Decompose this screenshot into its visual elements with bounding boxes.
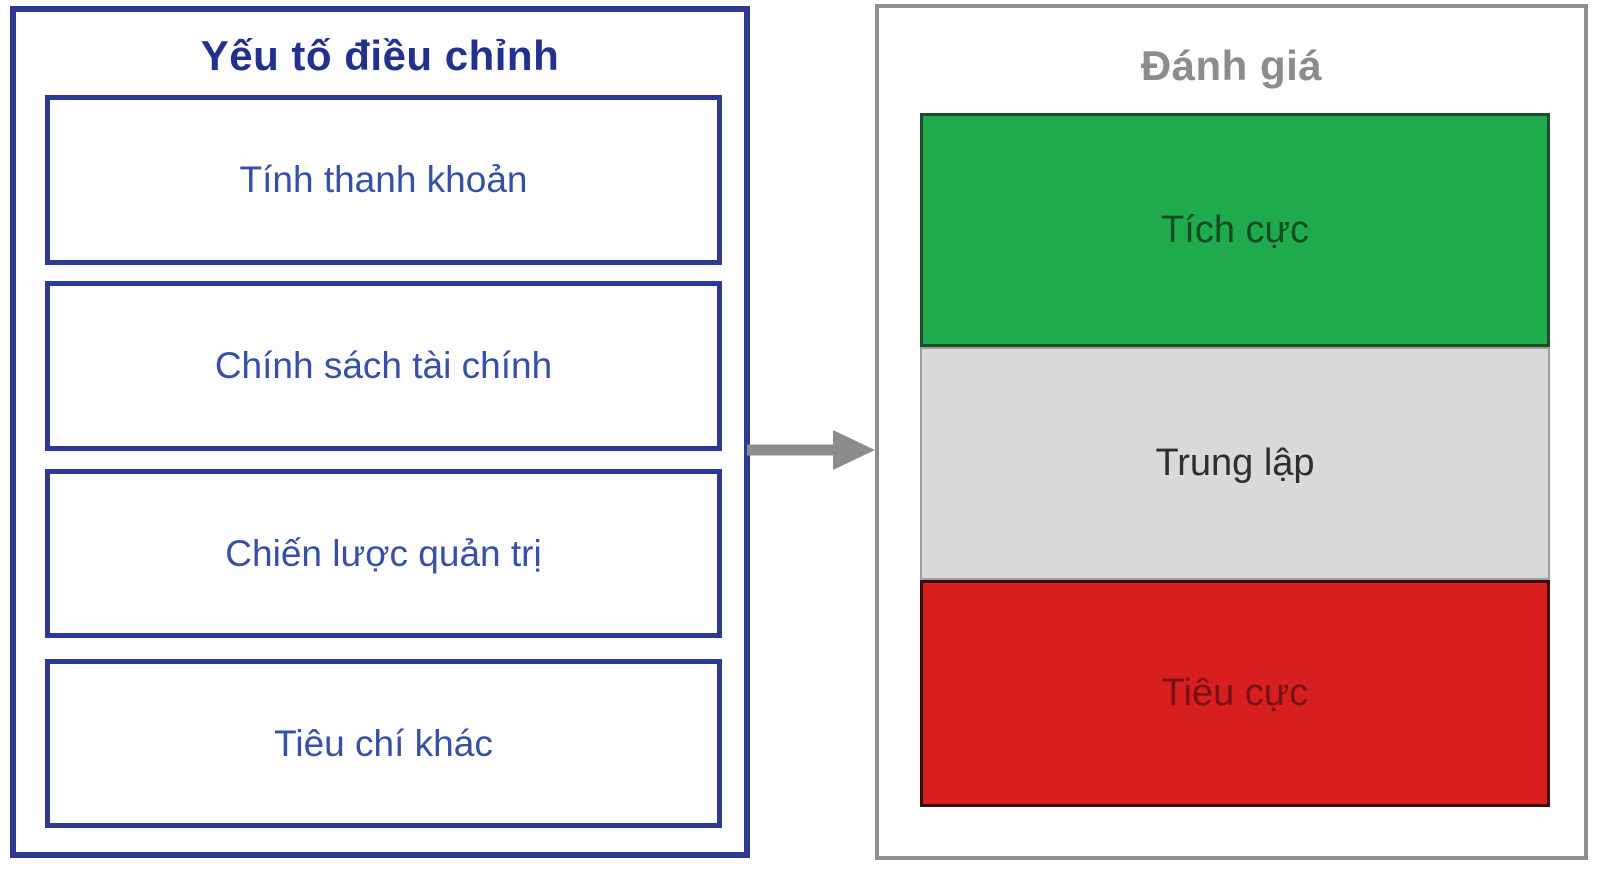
factor-label-financial-policy: Chính sách tài chính [214,345,553,386]
evaluation-title: Đánh giá [1140,42,1323,89]
rating-label-neutral: Trung lập [1155,442,1315,484]
factor-label-governance-strategy: Chiến lược quản trị [225,532,542,574]
rating-band-positive: Tích cực [920,113,1550,347]
factor-label-other-criteria: Tiêu chí khác [274,722,493,764]
factor-box-liquidity: Tính thanh khoản [45,95,722,265]
factor-box-governance-strategy: Chiến lược quản trị [45,469,722,638]
adjustment-factors-title: Yếu tố điều chỉnh [200,32,560,79]
factor-label-liquidity: Tính thanh khoản [239,159,528,200]
factor-box-financial-policy: Chính sách tài chính [45,281,722,451]
arrow-right-icon [745,418,877,482]
rating-band-negative: Tiêu cực [920,580,1550,807]
rating-band-neutral: Trung lập [920,347,1550,580]
rating-label-negative: Tiêu cực [1161,672,1309,714]
rating-label-positive: Tích cực [1161,208,1309,251]
factor-box-other-criteria: Tiêu chí khác [45,659,722,828]
